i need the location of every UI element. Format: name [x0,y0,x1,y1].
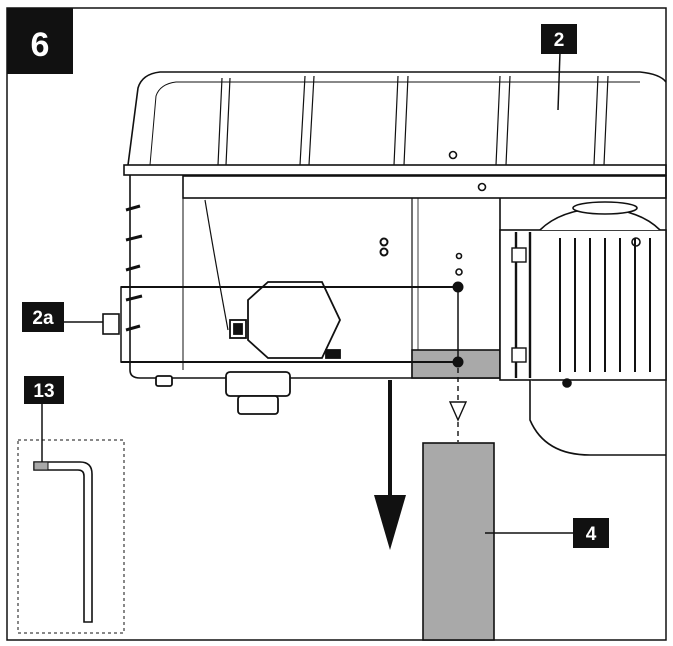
callout-13: 13 [24,376,64,404]
callout-2a: 2a [22,302,64,332]
callout-4-label: 4 [586,524,597,545]
figure-number: 6 [31,26,50,64]
clamp-bolt-indicator [60,281,464,368]
spindle [155,371,291,415]
cover-rim [123,164,667,176]
callout-4: 4 [573,518,609,548]
lower-head-arrow [374,380,406,550]
drill-head [123,71,667,379]
callout-2: 2 [541,24,577,111]
callout-2a-label: 2a [32,308,54,329]
motor [499,201,667,456]
callout-2-label: 2 [554,30,565,51]
head-housing [129,175,501,379]
feed-hub [229,281,341,359]
figure-number-badge: 6 [7,8,73,74]
alignment-arrow [448,368,468,442]
column [422,442,495,641]
callout-13-label: 13 [33,381,54,402]
top-cover [127,71,667,166]
head-rail [182,175,667,199]
hex-key [17,402,125,634]
